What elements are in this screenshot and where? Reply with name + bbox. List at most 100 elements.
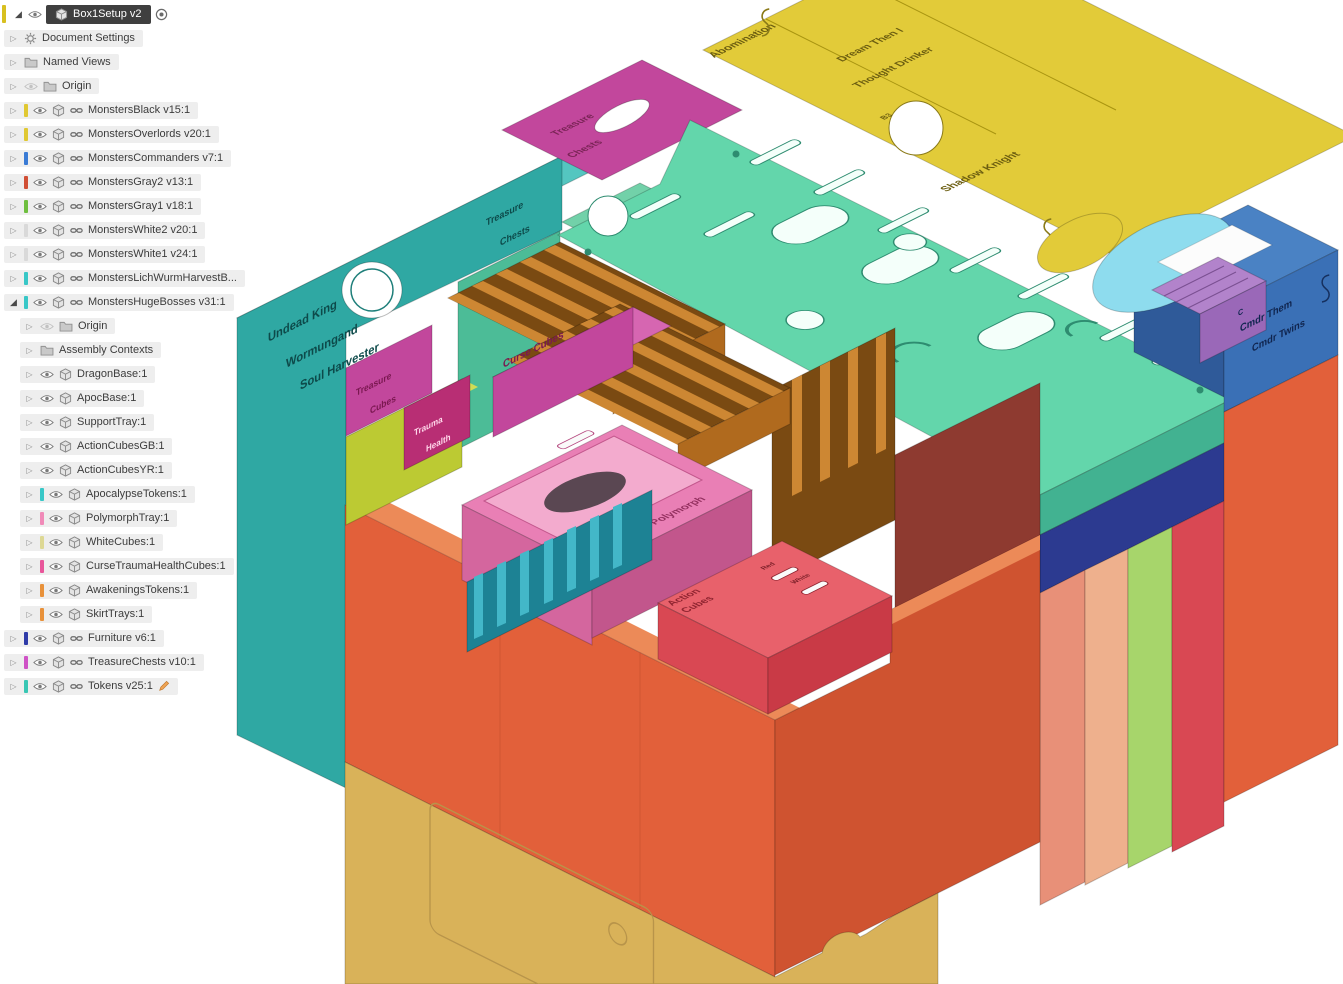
component-label[interactable]: ApocBase:1	[77, 392, 137, 404]
activate-radio-icon[interactable]	[155, 8, 168, 21]
component-label[interactable]: Origin	[78, 320, 108, 332]
visibility-eye-icon[interactable]	[33, 130, 47, 139]
component-label[interactable]: SkirtTrays:1	[86, 608, 145, 620]
visibility-eye-icon[interactable]	[33, 274, 47, 283]
component-label[interactable]: Origin	[62, 80, 92, 92]
expand-arrow[interactable]: ▷	[10, 249, 17, 259]
visibility-eye-icon[interactable]	[40, 418, 54, 427]
component-label[interactable]: CurseTraumaHealthCubes:1	[86, 560, 226, 572]
trauma-health-box[interactable]	[403, 374, 471, 471]
expand-arrow[interactable]: ▷	[26, 585, 33, 595]
component-label[interactable]: MonstersWhite2 v20:1	[88, 224, 198, 236]
visibility-eye-icon[interactable]	[40, 322, 54, 331]
color-swatch[interactable]	[24, 175, 28, 189]
visibility-eye-icon[interactable]	[49, 562, 63, 571]
component-label[interactable]: DragonBase:1	[77, 368, 148, 380]
visibility-eye-icon[interactable]	[33, 106, 47, 115]
color-swatch[interactable]	[24, 199, 28, 213]
visibility-eye-icon[interactable]	[33, 154, 47, 163]
component-label[interactable]: MonstersHugeBosses v31:1	[88, 296, 226, 308]
visibility-eye-icon[interactable]	[49, 514, 63, 523]
color-swatch[interactable]	[24, 127, 28, 141]
expand-arrow[interactable]: ▷	[26, 369, 33, 379]
expand-arrow[interactable]: ▷	[26, 417, 33, 427]
expand-arrow[interactable]: ▷	[26, 321, 33, 331]
component-label[interactable]: Document Settings	[42, 32, 135, 44]
component-label[interactable]: AwakeningsTokens:1	[86, 584, 190, 596]
expand-arrow[interactable]: ▷	[10, 225, 17, 235]
right-slat-green[interactable]	[1127, 526, 1173, 869]
cmdr-card-tray-face[interactable]	[1199, 280, 1267, 364]
action-cubes-front-right[interactable]	[767, 595, 893, 715]
expand-arrow[interactable]: ▷	[10, 681, 17, 691]
component-label[interactable]: MonstersCommanders v7:1	[88, 152, 224, 164]
expand-arrow[interactable]: ▷	[26, 465, 33, 475]
color-swatch[interactable]	[40, 583, 44, 597]
component-label[interactable]: Furniture v6:1	[88, 632, 156, 644]
color-swatch[interactable]	[40, 607, 44, 621]
visibility-eye-icon[interactable]	[49, 490, 63, 499]
visibility-eye-icon[interactable]	[33, 634, 47, 643]
tokens-cylinder[interactable]	[1028, 201, 1132, 285]
expand-arrow[interactable]: ▷	[10, 633, 17, 643]
expand-arrow[interactable]: ▷	[26, 609, 33, 619]
visibility-eye-icon[interactable]	[40, 466, 54, 475]
color-swatch[interactable]	[40, 535, 44, 549]
component-label[interactable]: SupportTray:1	[77, 416, 147, 428]
box-right-wall[interactable]	[1223, 354, 1339, 803]
expand-arrow[interactable]: ▷	[10, 657, 17, 667]
component-label[interactable]: Tokens v25:1	[88, 680, 153, 692]
component-label[interactable]: MonstersLichWurmHarvestB...	[88, 272, 237, 284]
color-swatch[interactable]	[24, 247, 28, 261]
color-swatch[interactable]	[24, 151, 28, 165]
visibility-eye-icon[interactable]	[24, 82, 38, 91]
color-swatch[interactable]	[24, 631, 28, 645]
root-chip[interactable]: Box1Setup v2	[46, 4, 151, 24]
component-label[interactable]: ApocalypseTokens:1	[86, 488, 187, 500]
expand-arrow[interactable]: ◢	[10, 296, 17, 307]
expand-arrow[interactable]: ▷	[26, 441, 33, 451]
expand-arrow[interactable]: ▷	[10, 273, 17, 283]
component-label[interactable]: MonstersGray1 v18:1	[88, 200, 194, 212]
expand-arrow[interactable]: ▷	[10, 105, 17, 115]
color-swatch[interactable]	[24, 655, 28, 669]
visibility-eye-icon[interactable]	[49, 610, 63, 619]
right-slat-pale[interactable]	[1084, 548, 1129, 886]
visibility-eye-icon[interactable]	[28, 10, 42, 19]
visibility-eye-icon[interactable]	[49, 586, 63, 595]
expand-arrow[interactable]: ▷	[26, 561, 33, 571]
visibility-eye-icon[interactable]	[40, 370, 54, 379]
color-swatch[interactable]	[24, 679, 28, 693]
visibility-eye-icon[interactable]	[33, 250, 47, 259]
apocalypse-tokens-comb[interactable]	[466, 489, 653, 653]
expand-arrow[interactable]: ▷	[26, 513, 33, 523]
component-label[interactable]: MonstersWhite1 v24:1	[88, 248, 198, 260]
component-label[interactable]: PolymorphTray:1	[86, 512, 170, 524]
curse-cubes-box[interactable]	[492, 306, 634, 438]
component-label[interactable]: ActionCubesGB:1	[77, 440, 165, 452]
visibility-eye-icon[interactable]	[40, 442, 54, 451]
right-slat-salmon[interactable]	[1039, 569, 1086, 906]
visibility-eye-icon[interactable]	[49, 538, 63, 547]
color-swatch[interactable]	[40, 559, 44, 573]
expand-arrow[interactable]: ▷	[10, 201, 17, 211]
color-swatch[interactable]	[40, 487, 44, 501]
expand-arrow[interactable]: ▷	[10, 177, 17, 187]
expand-arrow[interactable]: ▷	[10, 129, 17, 139]
component-label[interactable]: MonstersGray2 v13:1	[88, 176, 194, 188]
color-swatch[interactable]	[24, 103, 28, 117]
component-label[interactable]: TreasureChests v10:1	[88, 656, 196, 668]
dragon-base-box[interactable]	[344, 761, 939, 984]
color-swatch[interactable]	[24, 271, 28, 285]
expand-arrow[interactable]: ▷	[26, 537, 33, 547]
expand-arrow[interactable]: ◢	[15, 8, 22, 19]
visibility-eye-icon[interactable]	[33, 202, 47, 211]
expand-arrow[interactable]: ▷	[26, 345, 33, 355]
treasure-cubes-box[interactable]	[345, 324, 433, 437]
component-label[interactable]: Assembly Contexts	[59, 344, 154, 356]
component-label[interactable]: WhiteCubes:1	[86, 536, 156, 548]
component-label[interactable]: MonstersBlack v15:1	[88, 104, 191, 116]
document-title[interactable]: Box1Setup v2	[73, 8, 142, 20]
expand-arrow[interactable]: ▷	[10, 33, 17, 43]
